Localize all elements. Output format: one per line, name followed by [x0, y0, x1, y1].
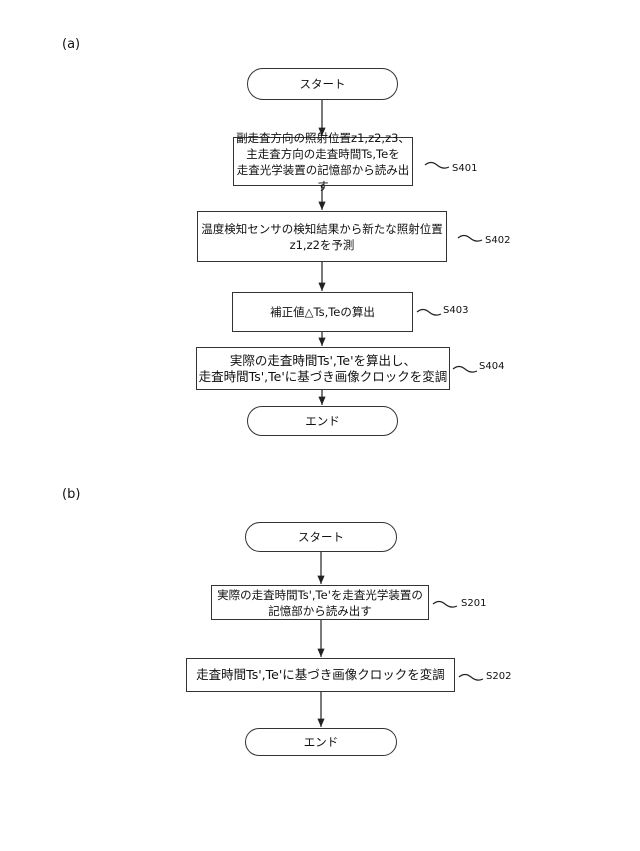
step-label: S404: [479, 361, 504, 372]
step-box-s402: 温度検知センサの検知結果から新たな照射位置 z1,z2を予測: [197, 211, 447, 262]
leader-line: [425, 163, 449, 169]
leader-line: [458, 236, 482, 242]
step-box-s404: 実際の走査時間Ts',Te'を算出し、 走査時間Ts',Te'に基づき画像クロッ…: [196, 347, 450, 390]
leader-line: [453, 367, 477, 373]
end-terminal: エンド: [247, 406, 398, 436]
step-label: S402: [485, 235, 510, 246]
panel-b-label: (b): [62, 487, 80, 502]
start-terminal: スタート: [247, 68, 398, 100]
panel-a-label: (a): [62, 37, 80, 52]
leader-line: [433, 602, 457, 608]
end-terminal: エンド: [245, 728, 397, 756]
step-box-s202: 走査時間Ts',Te'に基づき画像クロックを変調: [186, 658, 455, 692]
step-box-s401: 副走査方向の照射位置z1,z2,z3、 主走査方向の走査時間Ts,Teを 走査光…: [233, 137, 413, 186]
step-label: S201: [461, 598, 486, 609]
step-label: S202: [486, 671, 511, 682]
step-box-s201: 実際の走査時間Ts',Te'を走査光学装置の 記憶部から読み出す: [211, 585, 429, 620]
step-label: S403: [443, 305, 468, 316]
leader-line: [459, 675, 483, 681]
step-label: S401: [452, 163, 477, 174]
start-terminal: スタート: [245, 522, 397, 552]
step-box-s403: 補正値△Ts,Teの算出: [232, 292, 413, 332]
leader-line: [417, 310, 441, 316]
